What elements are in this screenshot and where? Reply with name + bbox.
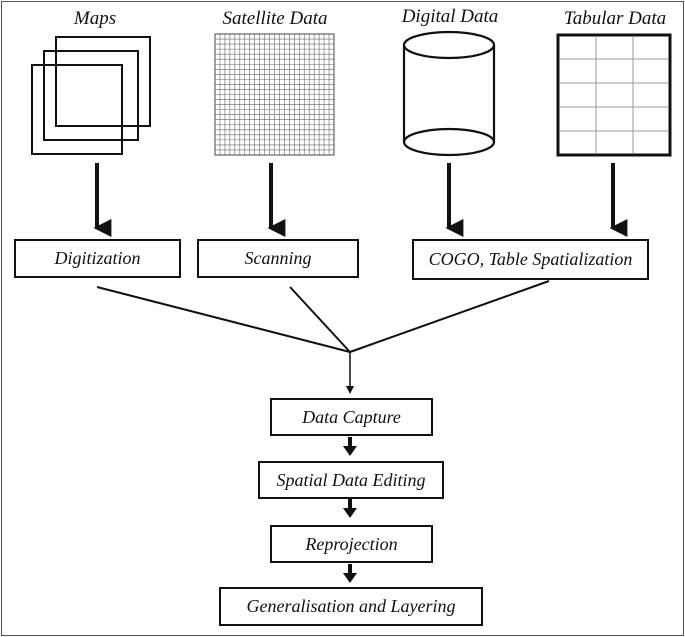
stacked-maps-icon [31,36,151,155]
connector-cogo [349,280,550,353]
raster-grid-icon [214,33,335,156]
arrow-capture-to-editing-head [343,446,357,456]
generalisation-box: Generalisation and Layering [219,587,483,626]
arrow-reprojection-to-generalisation [348,564,352,574]
spatial-data-editing-box: Spatial Data Editing [258,461,444,499]
database-cylinder-icon [402,30,496,157]
source-label-satellite: Satellite Data [222,8,328,29]
data-capture-box: Data Capture [270,398,433,436]
arrow-capture-to-editing [348,437,352,447]
arrow-editing-to-reprojection-head [343,508,357,518]
table-grid-icon [556,33,672,157]
source-label-digital: Digital Data [401,6,499,27]
arrow-editing-to-reprojection [348,499,352,509]
source-label-tabular: Tabular Data [563,8,667,29]
connector-digitization [96,286,351,353]
arrow-to-data-capture-head [346,386,354,394]
connector-scanning [289,286,351,353]
scanning-box: Scanning [197,239,359,278]
digitization-box: Digitization [14,239,181,278]
cogo-box: COGO, Table Spatialization [412,239,649,280]
reprojection-box: Reprojection [270,525,433,563]
source-label-maps: Maps [73,8,117,29]
arrow-reprojection-to-generalisation-head [343,573,357,583]
